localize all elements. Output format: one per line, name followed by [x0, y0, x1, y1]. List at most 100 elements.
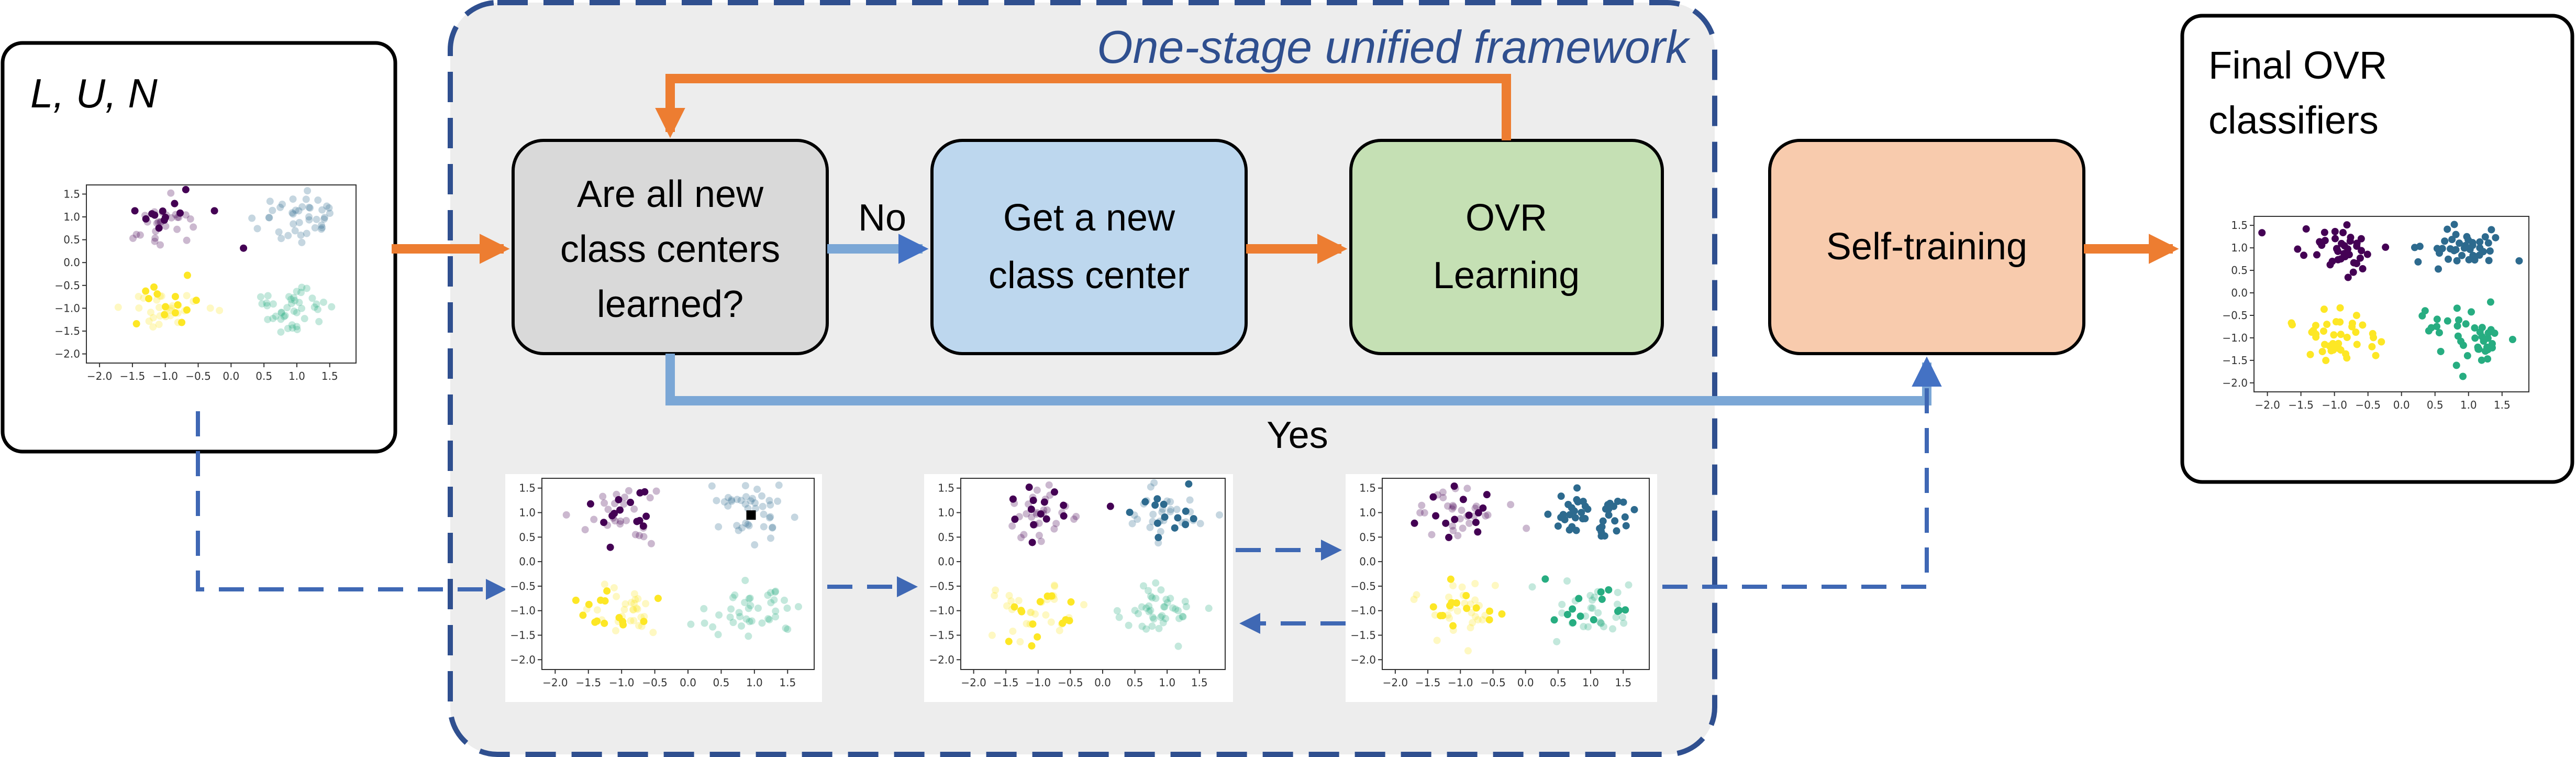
- scatter-point: [1018, 608, 1026, 616]
- scatter-point: [1448, 599, 1456, 607]
- scatter-point: [2471, 334, 2479, 342]
- edge-label-no: No: [858, 197, 906, 239]
- scatter-point: [157, 241, 164, 249]
- scatter-point: [2491, 329, 2499, 337]
- scatter-point: [1182, 603, 1190, 611]
- scatter-point: [1614, 607, 1622, 615]
- scatter-point: [1449, 522, 1457, 530]
- scatter-point: [1622, 606, 1629, 614]
- plot-axes: [86, 184, 357, 364]
- x-tick-label: −2.0: [1383, 676, 1408, 689]
- y-tick-label: −1.5: [510, 629, 536, 641]
- y-tick-label: −1.0: [510, 605, 536, 617]
- scatter-point: [625, 487, 632, 495]
- scatter-point: [295, 299, 303, 306]
- scatter-point: [1439, 488, 1447, 496]
- scatter-point: [1020, 531, 1028, 539]
- scatter-point: [1573, 484, 1581, 492]
- scatter-point: [1449, 502, 1457, 510]
- scatter-point: [1035, 532, 1043, 540]
- output-label-line1: Final OVR: [2208, 43, 2387, 87]
- scatter-point: [157, 218, 165, 226]
- scatter-point: [284, 232, 292, 239]
- scatter-point: [269, 314, 277, 322]
- scatter-point: [1621, 513, 1629, 521]
- scatter-point: [291, 297, 299, 304]
- scatter-point: [1620, 619, 1628, 627]
- scatter-point: [149, 323, 157, 331]
- scatter-point: [745, 605, 752, 612]
- scatter-point: [630, 599, 638, 607]
- scatter-point: [1622, 522, 1630, 530]
- scatter-point: [216, 306, 224, 314]
- scatter-point: [142, 287, 150, 295]
- scatter-point: [2288, 321, 2296, 328]
- decision-line-2: class centers: [560, 228, 780, 270]
- scatter-point: [1030, 521, 1038, 529]
- scatter-point: [1431, 611, 1439, 619]
- scatter-point: [1128, 520, 1136, 528]
- scatter-point: [297, 289, 305, 297]
- scatter-point: [291, 227, 299, 235]
- scatter-point: [1005, 591, 1013, 599]
- scatter-point: [298, 283, 306, 291]
- scatter-point: [253, 225, 261, 233]
- scatter-point: [1149, 510, 1157, 518]
- x-tick-label: −1.5: [993, 676, 1019, 689]
- framework-title: One-stage unified framework: [1097, 21, 1691, 73]
- y-tick-label: −1.0: [1350, 605, 1376, 617]
- scatter-point: [314, 305, 321, 313]
- scatter-point: [1619, 498, 1627, 506]
- scatter-point: [1175, 615, 1183, 622]
- scatter-point: [765, 497, 773, 504]
- scatter-point: [1463, 512, 1471, 520]
- scatter-point: [1163, 599, 1171, 607]
- scatter-point: [1140, 582, 1148, 590]
- scatter-point: [2343, 334, 2351, 342]
- scatter-point: [1449, 503, 1457, 511]
- scatter-point: [586, 500, 594, 508]
- scatter-point: [289, 195, 297, 203]
- scatter-point: [183, 306, 191, 314]
- scatter-point: [1465, 519, 1473, 527]
- scatter-point: [600, 519, 608, 526]
- dash-step-3-to-self-training: [1662, 377, 1929, 589]
- scatter-point: [767, 501, 774, 509]
- scatter-point: [151, 234, 159, 242]
- scatter-point: [1609, 625, 1617, 633]
- scatter-point: [151, 237, 159, 245]
- scatter-point: [2445, 255, 2452, 263]
- scatter-point: [149, 314, 157, 322]
- scatter-point: [1182, 507, 1190, 515]
- scatter-point: [1157, 586, 1165, 594]
- scatter-point: [1158, 612, 1166, 620]
- scatter-point: [1439, 493, 1447, 501]
- scatter-point: [2492, 234, 2500, 242]
- scatter-point: [1145, 587, 1152, 595]
- scatter-point: [794, 603, 802, 611]
- y-tick-label: 0.0: [63, 256, 80, 269]
- scatter-point: [1411, 519, 1418, 527]
- scatter-point: [1580, 623, 1587, 631]
- scatter-point: [276, 203, 284, 211]
- scatter-point: [2369, 330, 2377, 337]
- scatter-point: [1410, 596, 1418, 604]
- scatter-point: [1134, 515, 1141, 523]
- scatter-point: [183, 292, 191, 300]
- scatter-point: [2309, 327, 2317, 335]
- scatter-point: [1449, 526, 1457, 534]
- scatter-point: [2372, 352, 2380, 359]
- scatter-point: [1023, 510, 1030, 518]
- scatter-point: [1138, 603, 1146, 611]
- scatter-point: [2468, 308, 2475, 316]
- scatter-point: [1216, 511, 1224, 519]
- scatter-point: [616, 520, 624, 528]
- scatter-point: [1479, 616, 1486, 624]
- scatter-point: [153, 296, 161, 304]
- scatter-point: [2433, 315, 2441, 323]
- scatter-point: [593, 606, 601, 614]
- scatter-point: [1558, 609, 1566, 617]
- scatter-point: [767, 534, 774, 542]
